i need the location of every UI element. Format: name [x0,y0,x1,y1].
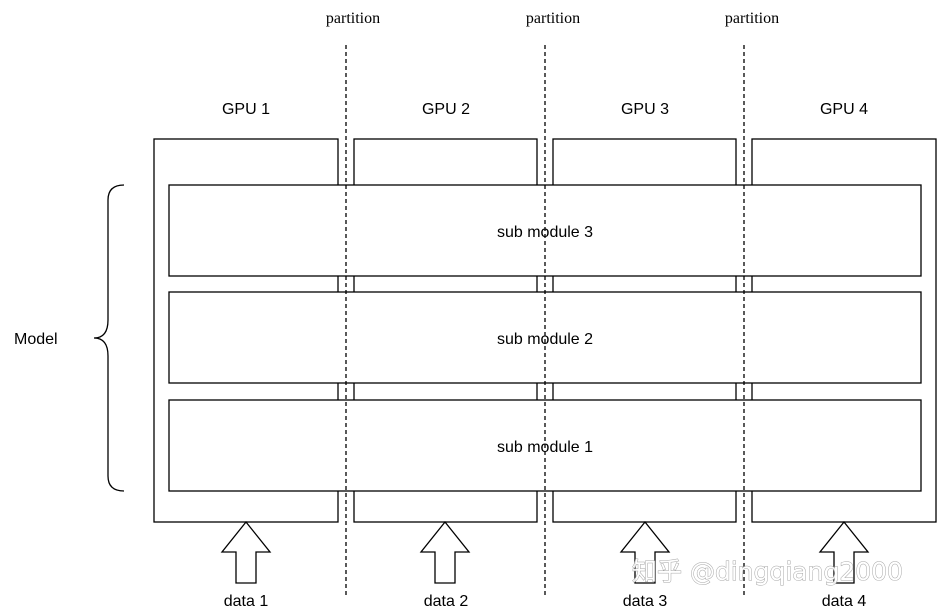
data-2-arrow-icon [419,520,471,584]
data-4-label: data 4 [822,593,867,610]
sub-module-3-label: sub module 3 [497,224,593,241]
data-1-arrow-icon [220,520,272,584]
data-3-label: data 3 [623,593,668,610]
sub-module-1-label: sub module 1 [497,439,593,456]
data-3-arrow-icon [619,520,671,584]
gpu-4-label: GPU 4 [820,101,868,118]
model-brace-icon [93,184,125,492]
model-label: Model [14,331,58,348]
gpu-1-label: GPU 1 [222,101,270,118]
partition-label-3: partition [725,10,779,27]
data-1-label: data 1 [224,593,269,610]
gpu-2-label: GPU 2 [422,101,470,118]
data-2-label: data 2 [424,593,469,610]
data-4-arrow-icon [818,520,870,584]
sub-module-2-label: sub module 2 [497,331,593,348]
watermark: 知乎 @dingqiang2000 [632,557,903,586]
partition-label-2: partition [526,10,580,27]
gpu-3-label: GPU 3 [621,101,669,118]
partition-label-1: partition [326,10,380,27]
